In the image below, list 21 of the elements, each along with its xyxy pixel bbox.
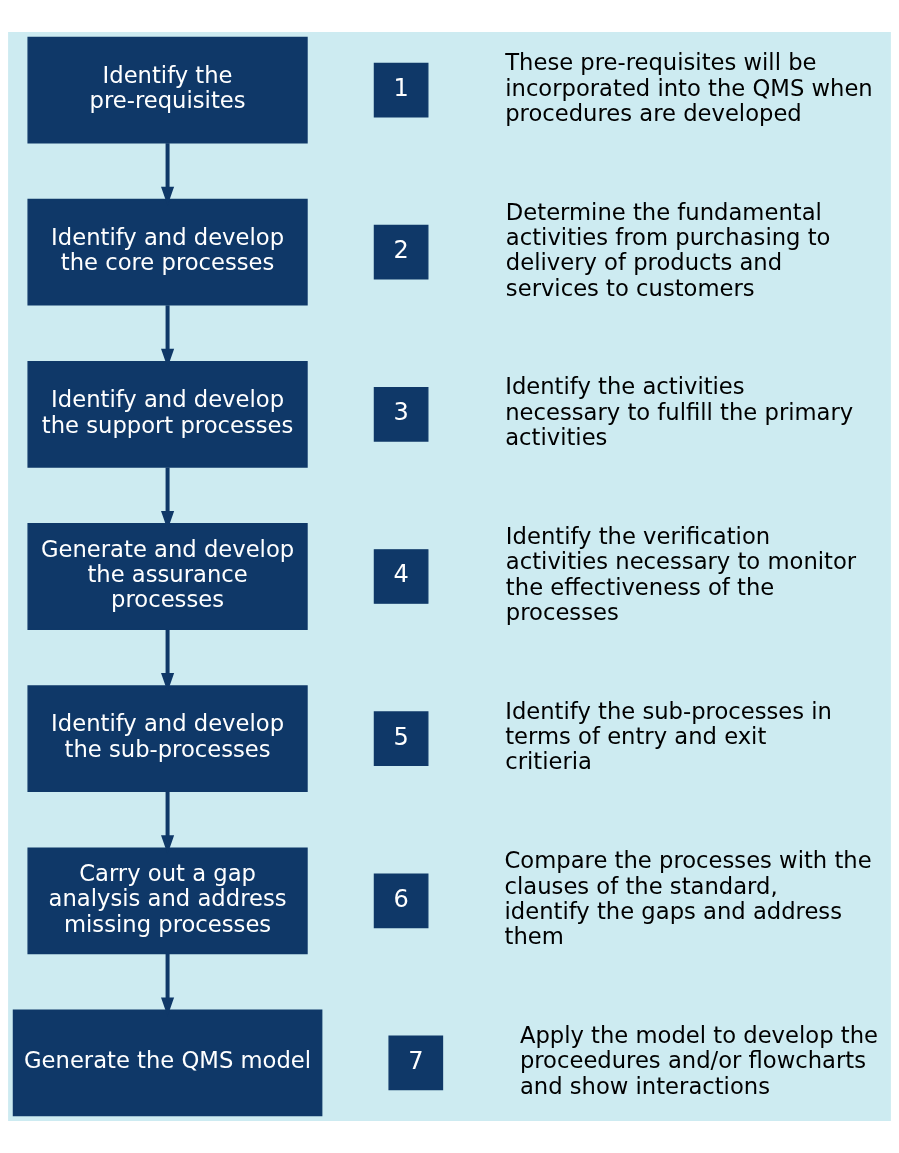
node-box: Identify and develop the sub-processes [27, 685, 308, 793]
node-box: 5 [373, 711, 429, 766]
node-box: 7 [388, 1035, 444, 1091]
node-box: 4 [373, 549, 429, 604]
node-box: 2 [373, 224, 429, 280]
node-box: 3 [373, 387, 429, 442]
node-label: Identify the activities necessary to fulfill the primary activities [505, 373, 854, 451]
node-label: Identify the verification activities necessary to monitor the effectiveness of the processes [505, 522, 857, 626]
node-box: Generate and develop the assurance processes [27, 523, 308, 630]
node-label: Determine the fundamental activities from purchasing to delivery of products and services to customers [505, 198, 831, 301]
node-box: Carry out a gap analysis and address missing processes [27, 847, 308, 955]
node-label: Apply the model to develop the proceedures and/or flowcharts and show interactions [519, 1022, 878, 1099]
node-label: Identify the sub-processes in terms of entry and exit critieria [505, 697, 832, 775]
node-box: Generate the QMS model [12, 1009, 323, 1117]
node-label: Compare the processes with the clauses of the standard, identify the gaps and address them [504, 847, 872, 950]
node-box: Identify and develop the core processes [27, 198, 308, 306]
node-label: These pre-requisites will be incorporated into the QMS when procedures are developed [505, 49, 873, 126]
node-box: Identify the pre-requisites [27, 36, 308, 144]
node-box: 1 [373, 62, 429, 118]
node-box: 6 [373, 873, 429, 929]
node-box: Identify and develop the support processes [27, 360, 308, 468]
